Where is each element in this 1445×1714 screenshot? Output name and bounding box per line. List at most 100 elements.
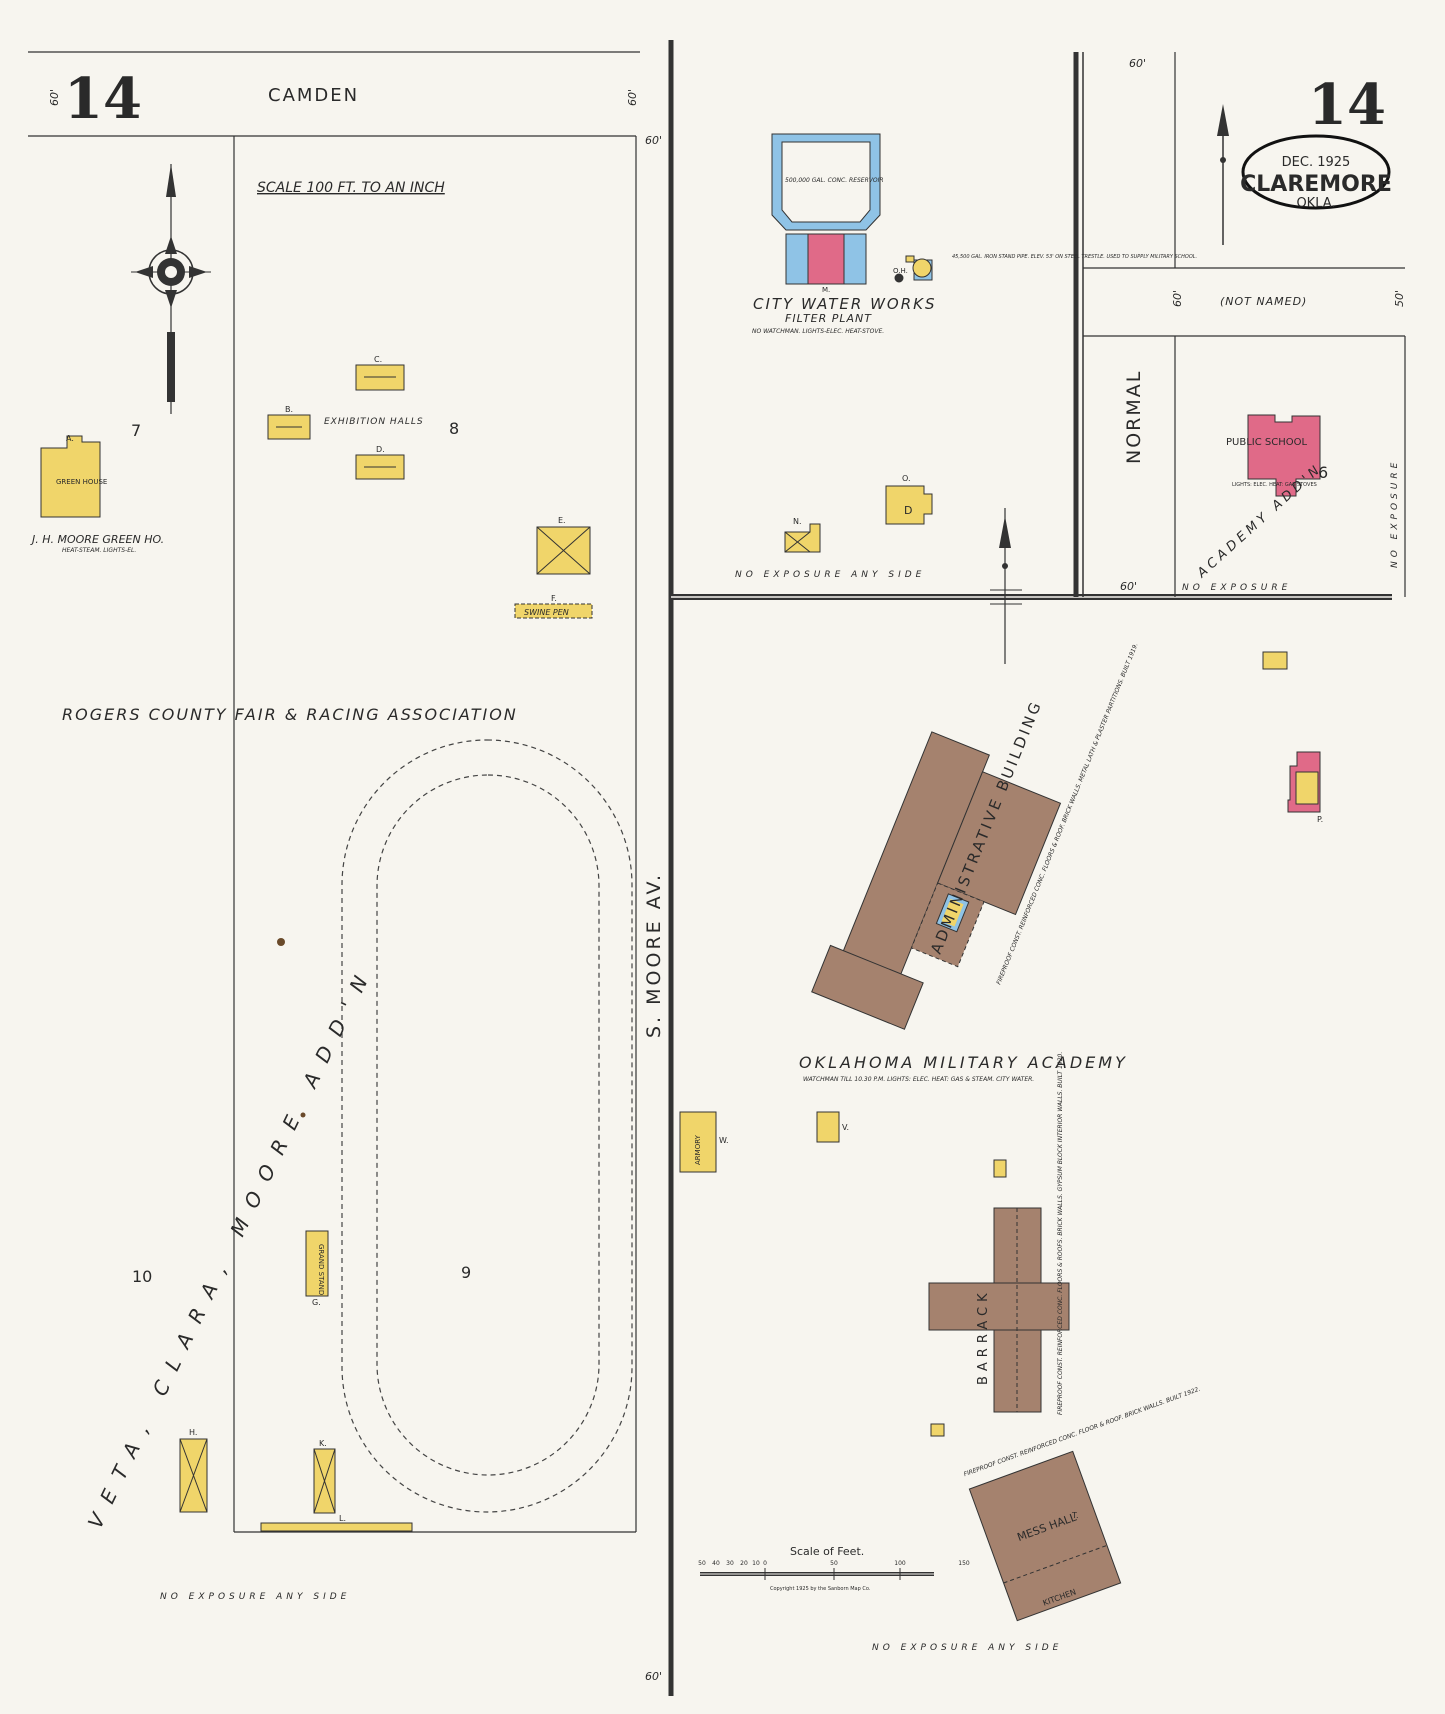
- street-not-named: (NOT NAMED): [1220, 295, 1307, 308]
- letter-f: F.: [551, 594, 557, 603]
- label-oh: O.H.: [893, 267, 908, 275]
- street-camden: CAMDEN: [268, 85, 359, 106]
- marker-dot: [277, 938, 285, 946]
- letter-g: G.: [312, 1298, 321, 1307]
- scale-tick-label: 30: [726, 1560, 734, 1567]
- letter-k: K.: [319, 1439, 327, 1448]
- race-track: [341, 739, 633, 1513]
- block-10: 10: [132, 1267, 152, 1286]
- letter-d-building: D: [904, 504, 912, 517]
- standpipe-note: 45,500 GAL. IRON STAND PIPE. ELEV. 53' O…: [952, 254, 1197, 260]
- scale-tick-label: 150: [958, 1560, 970, 1567]
- reservoir-label: 500,000 GAL. CONC. RESERVOIR: [785, 177, 884, 184]
- letter-e: E.: [558, 516, 566, 525]
- subdivision-veta-clara: VETA, CLARA, MOORE ADD'N: [83, 959, 379, 1532]
- greenhouse-label: GREEN HOUSE: [56, 478, 107, 486]
- label-m: M.: [822, 286, 830, 294]
- exposure-right-bottom: NO EXPOSURE ANY SIDE: [872, 1643, 1062, 1653]
- exposure-left-bottom: NO EXPOSURE ANY SIDE: [160, 1592, 350, 1602]
- sheet-number-right: 14: [1308, 72, 1386, 138]
- letter-d: D.: [376, 445, 385, 454]
- letter-l: L.: [339, 1514, 346, 1523]
- scale-tick-label: 50: [830, 1560, 838, 1567]
- greenhouse: [40, 435, 101, 518]
- scale-tick-label: 10: [752, 1560, 760, 1567]
- width-normal-top: 60': [1129, 57, 1146, 70]
- letter-w: W.: [719, 1136, 729, 1145]
- scale-tick-label: 0: [763, 1560, 767, 1567]
- scale-tick-label: 100: [894, 1560, 906, 1567]
- building-1r: [1262, 651, 1288, 670]
- public-school-label: PUBLIC SCHOOL: [1226, 437, 1307, 448]
- width-moore-top: 60': [645, 134, 662, 147]
- exposure-school-side: NO EXPOSURE: [1390, 459, 1400, 568]
- width-camden-left: 60': [48, 89, 61, 106]
- letter-a: A.: [66, 434, 74, 443]
- date-badge: [1241, 134, 1391, 210]
- public-school: [1247, 414, 1321, 497]
- letter-b: B.: [285, 405, 293, 414]
- width-camden-right: 60': [626, 89, 639, 106]
- badge-city: CLAREMORE: [1240, 172, 1392, 197]
- scale-tick-label: 40: [712, 1560, 720, 1567]
- street-s-moore: S. MOORE AV.: [643, 872, 665, 1038]
- width-moore-bottom: 60': [645, 1670, 662, 1683]
- small-shed: [930, 1423, 945, 1437]
- badge-date: DEC. 1925: [1282, 155, 1351, 170]
- width-notnamed-right: 50': [1393, 290, 1406, 307]
- block-9: 9: [461, 1263, 471, 1282]
- small-buildings: [679, 485, 1288, 1437]
- armory-label: ARMORY: [694, 1134, 702, 1165]
- letter-h: H.: [189, 1428, 197, 1437]
- letter-c: C.: [374, 355, 382, 364]
- badge-state: OKLA.: [1296, 196, 1335, 211]
- block-6: 6: [1318, 463, 1328, 482]
- scale-copyright: Copyright 1925 by the Sanborn Map Co.: [770, 1586, 871, 1592]
- north-arrow-icon: [999, 516, 1011, 569]
- street-lines: [28, 40, 1406, 1696]
- width-normal-side: 60': [1171, 290, 1184, 307]
- building-o: [885, 485, 933, 525]
- waterworks-title: CITY WATER WORKS: [753, 295, 937, 313]
- cross-hatch-marks: [179, 376, 591, 1514]
- scale-tick-label: 20: [740, 1560, 748, 1567]
- academy-note: WATCHMAN TILL 10.30 P.M. LIGHTS: ELEC. H…: [803, 1076, 1034, 1083]
- letter-o: O.: [902, 474, 911, 483]
- building-v: [816, 1111, 840, 1143]
- letter-n: N.: [793, 517, 802, 526]
- block-7: 7: [131, 421, 141, 440]
- scale-title: Scale of Feet.: [790, 1545, 864, 1558]
- letter-p: P.: [1317, 815, 1323, 824]
- barrack-label: BARRACK: [976, 1288, 991, 1385]
- grand-stand: [305, 1230, 329, 1297]
- administrative-building: [811, 731, 1062, 1030]
- exhibition-halls: EXHIBITION HALLS: [324, 417, 424, 427]
- barrack-const: FIREPROOF CONST. REINFORCED CONC. FLOORS…: [1057, 1052, 1064, 1415]
- letter-v: V.: [842, 1123, 849, 1132]
- grand-stand-label: GRAND STAND: [317, 1244, 325, 1295]
- street-normal: NORMAL: [1123, 370, 1145, 464]
- small-shed: [993, 1159, 1007, 1178]
- scale-note: SCALE 100 FT. TO AN INCH: [257, 180, 445, 196]
- sheet-number-left: 14: [64, 66, 142, 132]
- labels: 14 14 DEC. 1925 CLAREMORE OKLA. CAMDEN S…: [30, 57, 1406, 1683]
- scale-tick-label: 50: [698, 1560, 706, 1567]
- width-normal-bottom: 60': [1120, 580, 1137, 593]
- water-works: [771, 133, 933, 285]
- public-school-note: LIGHTS: ELEC. HEAT: GAS STOVES: [1232, 482, 1317, 488]
- swine-pen: [514, 603, 593, 619]
- marker-dot: [300, 1112, 306, 1118]
- swine-pen-label: SWINE PEN: [524, 608, 569, 617]
- waterworks-subtitle: FILTER PLANT: [785, 312, 872, 325]
- building-w-armory: [679, 1111, 717, 1173]
- exposure-school-bottom: NO EXPOSURE: [1182, 583, 1291, 593]
- greenhouse-owner: J. H. MOORE GREEN HO.: [30, 533, 164, 546]
- fairgrounds-title: ROGERS COUNTY FAIR & RACING ASSOCIATION: [62, 705, 518, 724]
- academy-title: OKLAHOMA MILITARY ACADEMY: [799, 1053, 1128, 1072]
- barrack: [928, 1207, 1070, 1413]
- compass-rose-icon: [131, 164, 211, 414]
- scale-bar: [700, 1568, 934, 1580]
